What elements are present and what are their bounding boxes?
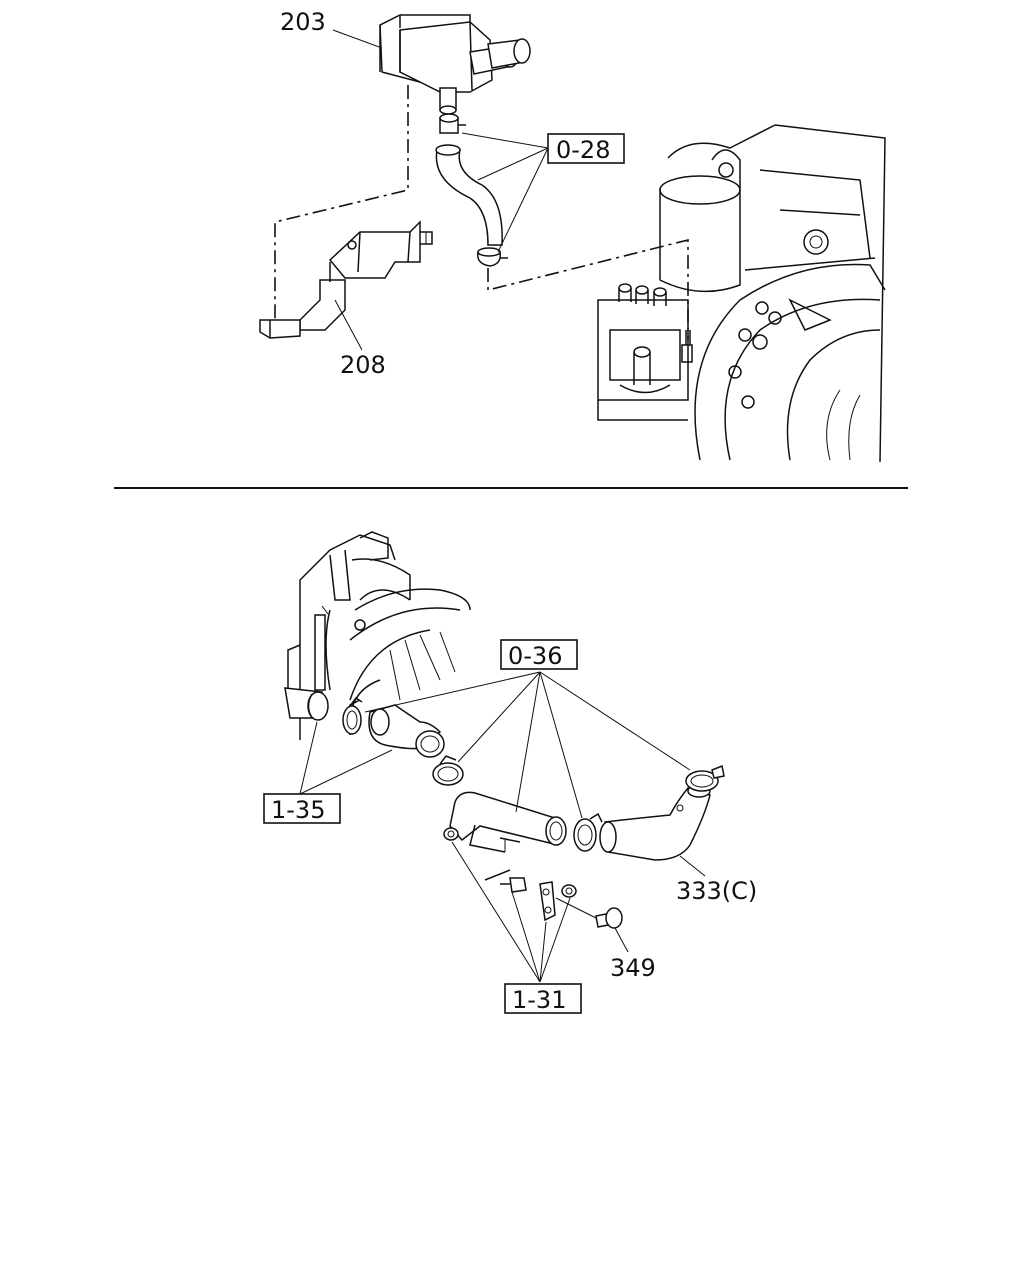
clamp-icon xyxy=(432,755,464,786)
ref-box-1-31 xyxy=(504,983,582,1014)
clamp-icon xyxy=(573,812,603,852)
ref-box-1-35 xyxy=(263,793,341,824)
label-ref-1-35: 1-35 xyxy=(271,796,325,824)
bracket-icon xyxy=(259,220,433,339)
vsv-valve-icon xyxy=(379,14,531,115)
label-ref-0-28: 0-28 xyxy=(556,136,610,164)
label-203: 203 xyxy=(280,8,326,36)
leader-0-36-b xyxy=(457,671,541,763)
leader-1-31-a xyxy=(451,841,541,983)
bracket-icon xyxy=(539,881,556,922)
bolt-icon xyxy=(484,869,527,893)
leader-0-36-e xyxy=(539,671,691,771)
leader-208 xyxy=(334,299,363,351)
leader-333c xyxy=(679,855,706,877)
leader-203 xyxy=(332,29,383,49)
engine-block-icon xyxy=(597,124,886,463)
leader-0-28-c xyxy=(497,147,549,253)
hose-icon xyxy=(599,784,711,861)
nut-icon xyxy=(561,884,577,898)
leader-1-31-c xyxy=(539,921,547,983)
label-ref-0-36: 0-36 xyxy=(508,642,562,670)
leader-0-36-c xyxy=(515,671,541,813)
ref-box-0-36 xyxy=(500,639,578,670)
leader-dashed-valve-bracket xyxy=(274,85,409,320)
label-ref-1-31: 1-31 xyxy=(512,986,566,1014)
label-208: 208 xyxy=(340,351,386,379)
clamp-icon xyxy=(342,696,363,735)
upper-assembly: 203 208 0-28 xyxy=(259,8,886,463)
bolt-icon xyxy=(555,897,623,929)
ref-box-0-28 xyxy=(547,133,625,164)
label-349: 349 xyxy=(610,954,656,982)
leader-0-36-d xyxy=(539,671,583,819)
leader-dashed-hose-engine xyxy=(487,238,689,340)
leader-0-28-b xyxy=(477,147,549,181)
hose-icon xyxy=(368,704,445,758)
hose-icon xyxy=(435,144,503,246)
clamp-icon xyxy=(477,247,508,267)
leader-1-31-d xyxy=(539,897,571,983)
nut-icon xyxy=(443,827,459,841)
leader-349 xyxy=(614,927,629,953)
clamp-icon xyxy=(685,764,725,792)
pipe-icon xyxy=(449,791,567,853)
leader-0-28-a xyxy=(461,132,549,149)
leader-0-36-a xyxy=(364,671,541,713)
label-333c: 333(C) xyxy=(676,877,757,905)
engine-block-icon xyxy=(284,531,471,740)
leader-1-31-b xyxy=(511,891,541,983)
leader-1-35-b xyxy=(299,749,393,795)
clamp-icon xyxy=(439,113,466,134)
lower-assembly: 0-36 1-35 1-31 333(C) 349 xyxy=(263,531,757,1014)
leader-1-35-a xyxy=(299,721,318,795)
